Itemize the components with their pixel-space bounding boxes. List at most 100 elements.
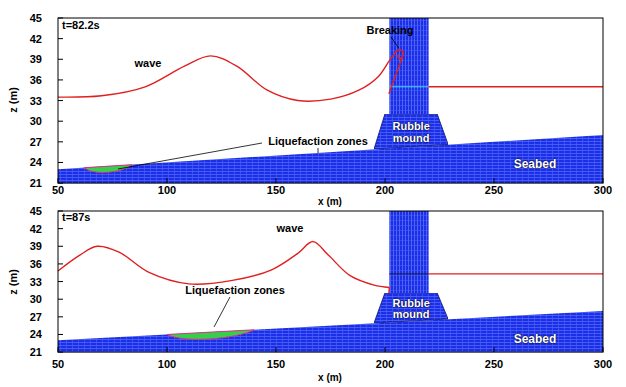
axis-tick-label: 36 xyxy=(30,258,42,270)
axis-tick-label: 33 xyxy=(30,276,42,288)
tick-mark xyxy=(603,178,604,183)
tick-mark xyxy=(276,178,277,183)
tick-mark xyxy=(58,59,63,60)
tick-mark xyxy=(58,79,63,80)
tick-mark xyxy=(58,228,63,229)
axis-tick-label: 45 xyxy=(30,12,42,24)
tick-mark xyxy=(167,347,168,352)
node-label: Rubble mound xyxy=(374,293,448,323)
liquefaction-label: Liquefaction zones xyxy=(185,284,285,296)
axis-tick-label: 33 xyxy=(30,95,42,107)
axis-title: z (m) xyxy=(7,87,19,113)
tick-mark xyxy=(58,316,63,317)
axis-tick-label: 30 xyxy=(30,115,42,127)
axis-tick-label: 21 xyxy=(30,346,42,358)
seabed-mesh xyxy=(58,135,603,183)
water-surface xyxy=(429,86,603,87)
tick-mark xyxy=(58,299,63,300)
leader-line xyxy=(391,37,399,48)
seabed-mesh xyxy=(58,311,603,352)
breaking-label: Breaking xyxy=(366,24,413,36)
axis-tick-label: 45 xyxy=(30,205,42,217)
tick-mark xyxy=(58,347,59,352)
leader-line xyxy=(214,297,230,327)
tick-mark xyxy=(276,347,277,352)
node-label: Rubble mound xyxy=(374,114,448,149)
axis-tick-label: 150 xyxy=(267,358,285,370)
tick-mark xyxy=(58,178,59,183)
liquefaction-zone xyxy=(167,330,254,340)
tick-mark xyxy=(58,263,63,264)
tick-mark xyxy=(58,183,63,184)
axis-title: x (m) xyxy=(318,372,342,383)
tick-mark xyxy=(494,178,495,183)
rubble-mound: Rubble mound xyxy=(374,293,448,323)
axis-tick-label: 39 xyxy=(30,53,42,65)
time-label: t=82.2s xyxy=(62,19,100,31)
water-level-mark xyxy=(389,86,428,87)
axis-tick-label: 50 xyxy=(52,358,64,370)
tick-mark xyxy=(58,121,63,122)
tick-mark xyxy=(58,246,63,247)
tick-mark xyxy=(385,178,386,183)
seabed-label: Seabed xyxy=(514,158,557,171)
axis-tick-label: 250 xyxy=(485,358,503,370)
wave-label: wave xyxy=(135,57,162,69)
axis-tick-label: 39 xyxy=(30,240,42,252)
mound-shape xyxy=(374,114,448,149)
axis-tick-label: 100 xyxy=(158,358,176,370)
water-level-mark xyxy=(389,273,428,274)
rubble-mound: Rubble mound xyxy=(374,114,448,149)
water-surface xyxy=(429,273,603,274)
axis-tick-label: 300 xyxy=(594,184,612,196)
axis-tick-label: 21 xyxy=(30,177,42,189)
tick-mark xyxy=(385,347,386,352)
water-surface xyxy=(58,55,394,101)
axis-tick-label: 24 xyxy=(30,156,42,168)
wave-label: wave xyxy=(277,222,304,234)
panel xyxy=(58,211,603,352)
tick-mark xyxy=(58,162,63,163)
axis-tick-label: 30 xyxy=(30,293,42,305)
tick-mark xyxy=(58,18,63,19)
axis-tick-label: 300 xyxy=(594,358,612,370)
tick-mark xyxy=(167,178,168,183)
axis-tick-label: 200 xyxy=(376,184,394,196)
leader-line xyxy=(318,148,319,153)
tick-mark xyxy=(58,100,63,101)
panel xyxy=(58,18,603,183)
axis-tick-label: 42 xyxy=(30,223,42,235)
tick-mark xyxy=(58,281,63,282)
liquefaction-zone xyxy=(84,165,132,173)
axis-tick-label: 24 xyxy=(30,328,42,340)
breaking-wave xyxy=(389,50,403,94)
tick-mark xyxy=(603,347,604,352)
mound-shape xyxy=(374,293,448,323)
tick-mark xyxy=(58,352,63,353)
plot-frame xyxy=(58,18,603,183)
axis-tick-label: 100 xyxy=(158,184,176,196)
axis-tick-label: 150 xyxy=(267,184,285,196)
axis-tick-label: 27 xyxy=(30,311,42,323)
seabed-label: Seabed xyxy=(514,333,557,346)
tick-mark xyxy=(58,38,63,39)
axis-tick-label: 36 xyxy=(30,74,42,86)
tick-mark xyxy=(58,334,63,335)
tick-mark xyxy=(494,347,495,352)
time-label: t=87s xyxy=(62,211,90,223)
axis-tick-label: 250 xyxy=(485,184,503,196)
water-surface xyxy=(388,287,390,293)
tick-mark xyxy=(58,141,63,142)
axis-title: x (m) xyxy=(318,196,342,207)
axis-title: z (m) xyxy=(7,269,19,295)
liquefaction-label: Liquefaction zones xyxy=(268,135,368,147)
leader-line xyxy=(118,143,262,169)
axis-tick-label: 27 xyxy=(30,136,42,148)
plot-frame xyxy=(58,211,603,352)
axis-tick-label: 200 xyxy=(376,358,394,370)
axis-tick-label: 50 xyxy=(52,184,64,196)
water-surface xyxy=(58,242,389,288)
breakwater-caisson xyxy=(389,211,428,293)
axis-tick-label: 42 xyxy=(30,33,42,45)
